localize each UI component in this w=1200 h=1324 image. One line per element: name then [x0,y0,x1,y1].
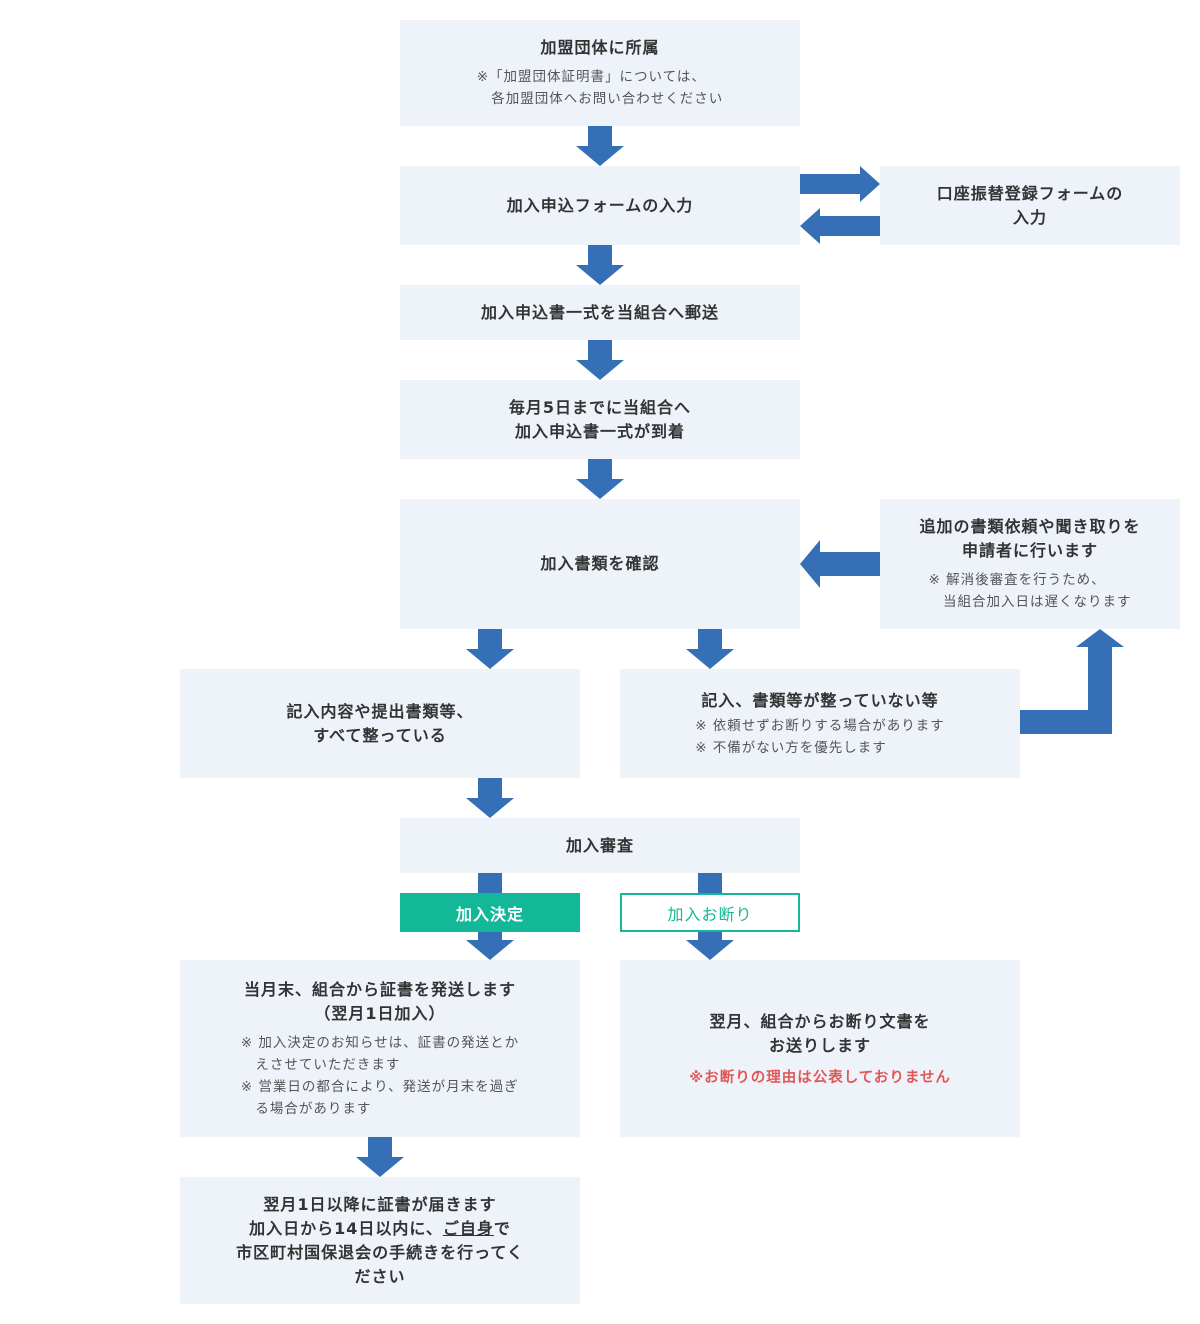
note-line: えさせていただきます [240,1056,401,1073]
arrow-down-decline [686,932,734,960]
final-line2-post: で [493,1218,511,1238]
note-line: ※ 加入決定のお知らせは、証書の発送とか [240,1034,520,1051]
step-title: 加入審査 [565,835,634,855]
step-additional-request: 追加の書類依頼や聞き取りを 申請者に行います ※ 解消後審査を行うため、 当組合… [880,499,1180,629]
step-title-line: 翌月、組合からお断り文書を [709,1012,931,1031]
final-line2-pre: 加入日から14日以内に、 [249,1218,443,1238]
step-notes: ※ 依頼せずお断りする場合があります ※ 不備がない方を優先します [695,715,945,759]
arrow-down-ok [466,629,514,669]
step-account-transfer-form: 口座振替登録フォームの 入力 [880,166,1180,245]
step-notes: ※ 解消後審査を行うため、 当組合加入日は遅くなります [929,569,1132,613]
step-title-line: すべて整っている [313,725,447,745]
note-line: 各加盟団体へお問い合わせください [476,91,724,107]
step-title-line: 当月末、組合から証書を発送します [243,979,516,999]
step-mail-documents: 加入申込書一式を当組合へ郵送 [400,285,800,340]
step-documents-arrive: 毎月5日までに当組合へ 加入申込書一式が到着 [400,380,800,459]
step-title: 加入書類を確認 [540,554,660,573]
step-title-line: 追加の書類依頼や聞き取りを [919,517,1141,536]
step-notes: ※ 加入決定のお知らせは、証書の発送とか えさせていただきます ※ 営業日の都合… [241,1032,519,1120]
step-send-decline-letter: 翌月、組合からお断り文書を お送りします ※お断りの理由は公表しておりません [620,960,1020,1137]
arrow-down-2 [576,245,624,285]
step-title-line: 記入内容や提出書類等、 [286,701,474,721]
arrow-stem-accept [478,873,502,893]
note-line: ※ 営業日の都合により、発送が月末を過ぎ [240,1078,519,1095]
step-send-certificate: 当月末、組合から証書を発送します （翌月1日加入） ※ 加入決定のお知らせは、証… [180,960,580,1137]
step-title-line: 口座振替登録フォームの [936,183,1124,203]
note-line: ※ 解消後審査を行うため、 [928,572,1106,588]
step-title-line: 入力 [1012,207,1047,227]
step-application-form: 加入申込フォームの入力 [400,166,800,245]
decline-warning: ※お断りの理由は公表しておりません [689,1070,951,1086]
step-title: 加入申込フォームの入力 [506,195,694,215]
step-title-line: お送りします [768,1036,871,1055]
note-line: ※「加盟団体証明書」については、 [476,69,706,85]
step-all-complete: 記入内容や提出書類等、 すべて整っている [180,669,580,778]
step-notes: ※「加盟団体証明書」については、 各加盟団体へお問い合わせください [477,66,724,110]
step-title: 加入申込書一式を当組合へ郵送 [480,302,719,322]
step-title-line: 市区町村国保退会の手続きを行ってく [236,1242,524,1262]
arrow-left-account [800,208,880,244]
step-confirm-documents: 加入書類を確認 [400,499,800,629]
arrow-down-ng [686,629,734,669]
step-title: 記入、書類等が整っていない等 [701,690,939,710]
arrow-down-final [356,1137,404,1177]
arrow-elbow-ng-extra [1020,629,1124,734]
arrow-down-4 [576,459,624,499]
step-join-organization: 加盟団体に所属 ※「加盟団体証明書」については、 各加盟団体へお問い合わせくださ… [400,20,800,126]
step-certificate-arrives: 翌月1日以降に証書が届きます 加入日から14日以内に、ご自身で 市区町村国保退会… [180,1177,580,1304]
note-line: ※ 依頼せずお断りする場合があります [695,717,945,734]
arrow-down-1 [576,126,624,166]
step-title-line: ださい [354,1266,406,1286]
arrow-down-review [466,778,514,818]
arrow-down-3 [576,340,624,380]
step-title-line: 加入日から14日以内に、ご自身で [249,1217,511,1241]
note-line: る場合があります [240,1100,372,1117]
note-line: ※ 不備がない方を優先します [695,739,887,756]
badge-accepted: 加入決定 [400,893,580,932]
step-membership-review: 加入審査 [400,818,800,873]
step-title-line: 申請者に行います [961,541,1098,560]
arrow-stem-decline [698,873,722,893]
step-title-line: 加入申込書一式が到着 [514,421,685,441]
step-title: 加盟団体に所属 [540,38,660,57]
step-title-line: （翌月1日加入） [314,1003,446,1023]
badge-declined: 加入お断り [620,893,800,932]
arrow-down-accept [466,932,514,960]
final-line2-underline: ご自身 [442,1218,494,1238]
step-incomplete: 記入、書類等が整っていない等 ※ 依頼せずお断りする場合があります ※ 不備がな… [620,669,1020,778]
note-line: 当組合加入日は遅くなります [928,594,1132,610]
arrow-left-extra [800,540,880,588]
step-title-line: 毎月5日までに当組合へ [508,397,692,417]
step-title-line: 翌月1日以降に証書が届きます [263,1194,497,1214]
arrow-right-account [800,166,880,202]
